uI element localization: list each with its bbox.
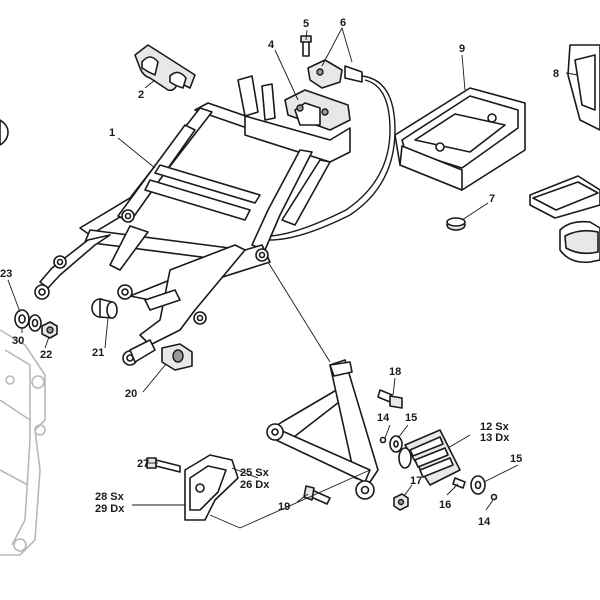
bolt-5 — [300, 35, 312, 57]
heel-guard — [184, 454, 239, 521]
footpeg-12-13 — [398, 429, 461, 486]
tray-9 — [394, 87, 526, 191]
callout-14a: 14 — [377, 412, 390, 424]
nut-17 — [393, 493, 409, 511]
washer-30 — [14, 309, 30, 329]
clip-16 — [452, 477, 466, 489]
footrest-bracket — [266, 359, 379, 500]
subframe-1 — [34, 75, 351, 366]
callout-5: 5 — [303, 18, 309, 30]
leader-lines — [7, 27, 579, 529]
bolt-27 — [146, 457, 181, 473]
rubber-7 — [446, 217, 466, 231]
washer-15a — [389, 435, 403, 453]
callout-18: 18 — [389, 366, 401, 378]
bracket-2 — [134, 44, 196, 92]
callout-2: 2 — [138, 89, 144, 101]
pin-14a — [379, 436, 387, 444]
callout-7: 7 — [489, 193, 495, 205]
part-8 — [567, 44, 600, 131]
callout-17: 17 — [410, 475, 422, 487]
plate-4 — [284, 89, 351, 131]
pad — [529, 175, 600, 219]
callout-16: 16 — [439, 499, 451, 511]
callout-1: 1 — [109, 127, 115, 139]
nut-22 — [41, 321, 58, 339]
bracket-6 — [307, 59, 363, 89]
pin-14b — [490, 493, 498, 501]
callout-23: 23 — [0, 268, 12, 280]
callout-15a: 15 — [405, 412, 417, 424]
callout-27: 27 — [137, 458, 149, 470]
cropped-part-left-top — [0, 119, 9, 146]
callout-9: 9 — [459, 43, 465, 55]
strap — [559, 220, 600, 264]
bolt-18 — [377, 389, 403, 409]
callout-4: 4 — [268, 39, 275, 51]
callout-25: 25 Sx — [240, 467, 270, 479]
callout-12: 12 Sx — [480, 421, 510, 433]
callout-8: 8 — [553, 68, 559, 80]
callout-26: 26 Dx — [240, 479, 270, 491]
callouts: 1 2 4 5 6 7 8 9 12 Sx 13 Dx 14 14 15 15 … — [0, 17, 559, 528]
spacer-20 — [161, 343, 193, 371]
callout-29: 29 Dx — [95, 503, 125, 515]
cable — [269, 75, 396, 241]
bushing-21 — [91, 298, 118, 319]
callout-30: 30 — [12, 335, 24, 347]
callout-14b: 14 — [478, 516, 491, 528]
callout-15b: 15 — [510, 453, 522, 465]
callout-6: 6 — [340, 17, 346, 29]
callout-19: 19 — [278, 501, 290, 513]
callout-20: 20 — [125, 388, 137, 400]
callout-22: 22 — [40, 349, 52, 361]
washer-15b — [470, 475, 486, 495]
bolt-19 — [303, 485, 331, 505]
washer-30b — [28, 314, 42, 332]
callout-28: 28 Sx — [95, 491, 125, 503]
callout-13: 13 Dx — [480, 432, 510, 444]
callout-21: 21 — [92, 347, 104, 359]
front-frame-faint — [0, 329, 46, 556]
